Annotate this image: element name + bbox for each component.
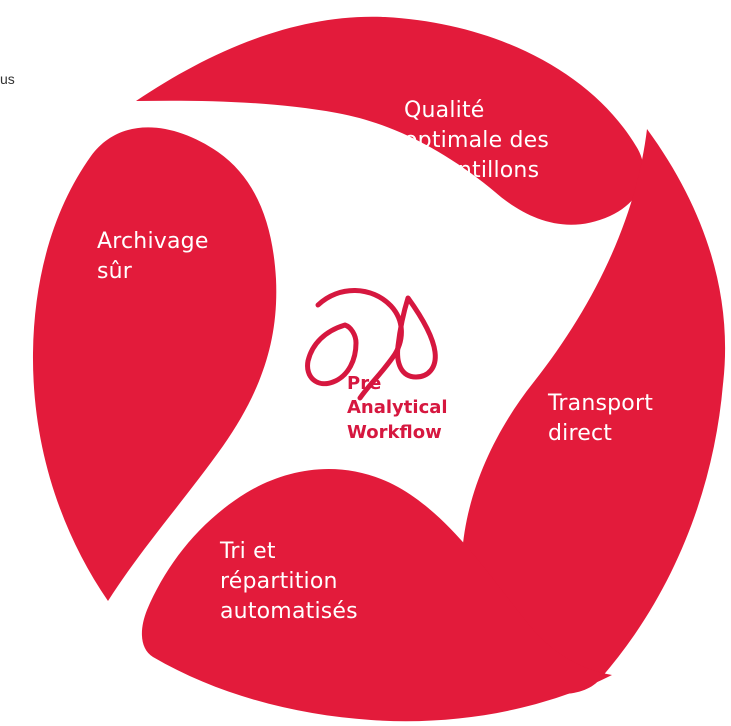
right-petal — [461, 129, 726, 694]
bottom-petal — [141, 468, 612, 722]
edge-text: us — [0, 71, 15, 87]
label-archivage: Archivage sûr — [97, 229, 209, 284]
logo-left-loop — [305, 322, 359, 386]
center-logo — [305, 288, 438, 401]
left-petal — [32, 127, 277, 601]
label-transport: Transport direct — [548, 391, 654, 446]
center-title: Pre Analytical Workflow — [347, 373, 448, 443]
logo-right-drop — [395, 295, 438, 380]
label-qualite: Qualité optimale des échantillons — [404, 98, 550, 183]
label-tri: Tri et répartition automatisés — [220, 539, 358, 624]
top-petal — [136, 16, 644, 225]
